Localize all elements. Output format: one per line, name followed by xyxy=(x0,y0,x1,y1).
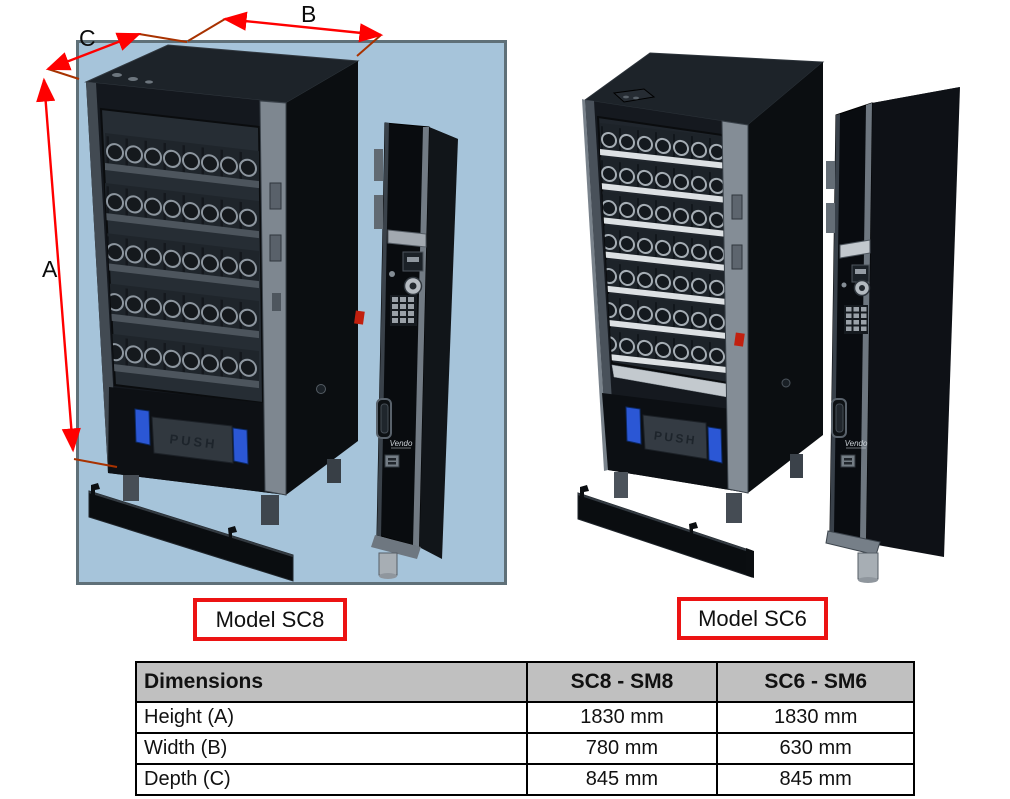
table-row-height: Height (A) 1830 mm 1830 mm xyxy=(135,701,915,734)
bin-pad-right xyxy=(707,426,723,464)
connector xyxy=(384,454,400,468)
push-label: PUSH xyxy=(653,428,698,447)
cell-width-sc8: 780 mm xyxy=(525,732,719,765)
door-hinge xyxy=(374,195,383,229)
model-sc8-caption-text: Model SC8 xyxy=(215,606,325,632)
red-latch xyxy=(354,310,365,325)
side-keyhole xyxy=(316,384,326,394)
col-header-sc8: SC8 - SM8 xyxy=(525,661,719,703)
door-hinge xyxy=(826,203,835,233)
leg xyxy=(614,472,628,498)
button[interactable] xyxy=(841,282,847,288)
side-keyhole xyxy=(781,378,791,388)
cell-width-sc6: 630 mm xyxy=(716,732,915,765)
dimension-arrow-b xyxy=(222,11,384,43)
door-leg xyxy=(378,552,398,576)
top-vent xyxy=(128,77,138,81)
bin-pad-left xyxy=(134,408,151,446)
sc6-kick-plate xyxy=(577,485,754,578)
sc6-shelves xyxy=(598,121,728,375)
button[interactable] xyxy=(389,271,395,277)
leg xyxy=(726,493,742,523)
dimensions-table: Dimensions SC8 - SM8 SC6 - SM6 Height (A… xyxy=(135,661,915,796)
connector xyxy=(840,454,856,468)
sc8-shelves xyxy=(103,131,261,390)
top-access-panel xyxy=(612,88,656,103)
dimension-label-b: B xyxy=(301,1,316,27)
display-slot xyxy=(387,229,427,248)
push-label: PUSH xyxy=(169,431,219,451)
cell-height-sc6: 1830 mm xyxy=(716,701,915,734)
sc6-cabinet: PUSH xyxy=(582,52,825,523)
keypad[interactable] xyxy=(390,295,417,326)
red-latch xyxy=(734,332,745,347)
hinge xyxy=(731,194,743,220)
hinge xyxy=(269,234,282,262)
dimension-label-a: A xyxy=(42,256,58,282)
table-header-row: Dimensions SC8 - SM8 SC6 - SM6 xyxy=(135,661,915,703)
sc8-cabinet: PUSH xyxy=(84,44,365,525)
model-sc6-caption: Model SC6 xyxy=(677,597,828,640)
door-hinge xyxy=(374,149,383,181)
leg xyxy=(790,454,803,478)
table-row-width: Width (B) 780 mm 630 mm xyxy=(135,732,915,765)
cell-depth-label: Depth (C) xyxy=(135,763,528,796)
hinge xyxy=(731,244,743,270)
sc6-delivery-bin: PUSH xyxy=(602,393,748,493)
bin-pad-left xyxy=(625,406,642,445)
cell-depth-sc8: 845 mm xyxy=(525,763,719,796)
leg xyxy=(261,495,279,525)
dim-b-extension xyxy=(187,18,226,42)
table-row-depth: Depth (C) 845 mm 845 mm xyxy=(135,763,915,796)
hinge xyxy=(272,293,281,311)
sc8-kick-plate xyxy=(88,483,294,582)
sc8-delivery-bin: PUSH xyxy=(108,387,286,495)
leg xyxy=(327,459,341,483)
sc6-door: Vendo xyxy=(825,87,960,583)
dimension-arrow-a xyxy=(36,77,81,453)
col-header-dimensions: Dimensions xyxy=(135,661,528,703)
top-vent xyxy=(145,80,153,84)
top-vent xyxy=(112,73,122,77)
dim-c-extension xyxy=(47,68,80,80)
model-sc6-caption-text: Model SC6 xyxy=(698,605,807,631)
brand-logo: Vendo xyxy=(845,439,868,448)
keypad[interactable] xyxy=(844,305,868,334)
cell-width-label: Width (B) xyxy=(135,732,528,765)
door-base xyxy=(371,535,421,559)
sc8-illustration: PUSH xyxy=(84,44,458,582)
sc8-door: Vendo xyxy=(371,122,458,579)
door-hinge xyxy=(826,161,835,189)
door-leg xyxy=(857,552,879,580)
bin-pad-right xyxy=(232,427,249,465)
cell-depth-sc6: 845 mm xyxy=(716,763,915,796)
figure-sc6: PUSH xyxy=(570,45,1005,585)
brand-logo: Vendo xyxy=(390,439,413,448)
model-sc8-caption: Model SC8 xyxy=(193,598,347,641)
cell-height-label: Height (A) xyxy=(135,701,528,734)
cell-height-sc8: 1830 mm xyxy=(525,701,719,734)
sc6-illustration: PUSH xyxy=(577,52,960,583)
figure-sc8: PUSH xyxy=(76,40,507,585)
col-header-sc6: SC6 - SM6 xyxy=(716,661,915,703)
display-slot xyxy=(839,239,871,259)
hinge xyxy=(269,182,282,210)
leg xyxy=(123,475,139,501)
